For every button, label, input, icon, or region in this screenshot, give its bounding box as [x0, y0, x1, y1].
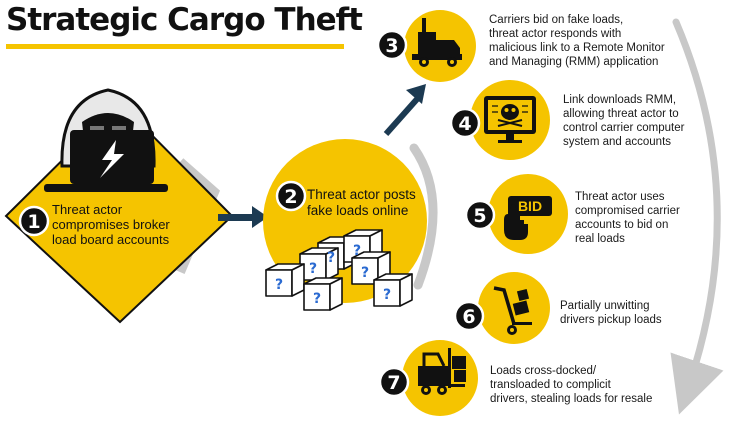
box-mark: ?: [383, 287, 391, 303]
box-mark: ?: [327, 250, 335, 266]
step4-number-badge: 4: [449, 107, 481, 139]
box-mark: ?: [275, 277, 283, 293]
truck-icon: [412, 18, 462, 67]
svg-text:6: 6: [462, 306, 475, 328]
step1-number-badge: 1: [18, 205, 50, 237]
svg-text:5: 5: [473, 205, 486, 227]
svg-text:1: 1: [27, 211, 40, 233]
step1-diamond: [4, 101, 234, 324]
box-mark: ?: [309, 261, 317, 277]
step6-number-badge: 6: [453, 300, 485, 332]
box-mark: ?: [361, 265, 369, 281]
step7-number-badge: 7: [378, 366, 410, 398]
svg-text:2: 2: [284, 186, 297, 208]
boxes-icon: [265, 229, 413, 311]
svg-text:4: 4: [458, 113, 471, 135]
arrow-step2-to-step3: [383, 84, 426, 136]
forklift-icon: [418, 348, 466, 395]
svg-text:7: 7: [387, 372, 400, 394]
step2-number-badge: 2: [275, 180, 307, 212]
bid-hand-icon: BID: [504, 196, 552, 240]
page-title: Strategic Cargo Theft: [6, 2, 363, 38]
swoosh-step2-arc: [409, 143, 438, 290]
box-mark: ?: [353, 243, 361, 259]
step4-label: Link downloads RMM, allowing threat acto…: [563, 94, 685, 148]
step6-label: Partially unwitting drivers pickup loads: [560, 300, 662, 326]
step5-number-badge: 5: [464, 199, 496, 231]
skull-monitor-icon: [484, 96, 536, 143]
step3-label: Carriers bid on fake loads, threat actor…: [489, 14, 665, 68]
step5-label: Threat actor uses compromised carrier ac…: [575, 191, 680, 245]
hacker-laptop-icon: [44, 88, 168, 192]
swoosh-right-arc: [670, 18, 724, 415]
hand-truck-icon: [493, 286, 532, 335]
step3-number-badge: 3: [376, 29, 408, 61]
svg-text:3: 3: [385, 35, 398, 57]
title-underline: [6, 44, 344, 49]
arrow-step1-to-step2: [218, 206, 268, 228]
step2-label: Threat actor posts fake loads online: [307, 187, 416, 218]
step1-label: Threat actor compromises broker load boa…: [52, 202, 170, 247]
bid-sign-text: BID: [518, 198, 542, 214]
box-mark: ?: [313, 291, 321, 307]
step7-label: Loads cross-docked/ transloaded to compl…: [490, 365, 653, 405]
